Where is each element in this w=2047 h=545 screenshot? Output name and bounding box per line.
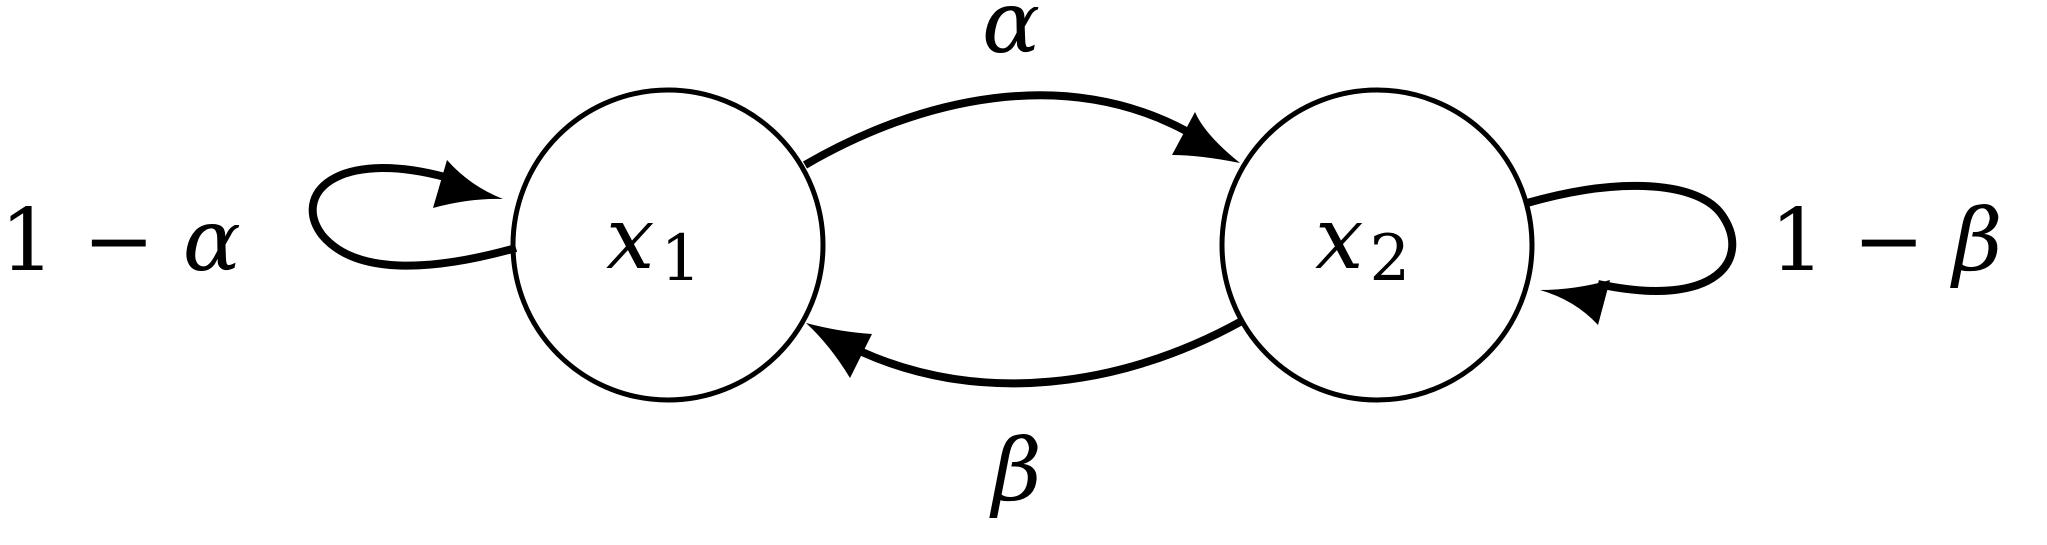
self-loop-x1-label: 1−α bbox=[0, 191, 241, 291]
edge-x2-to-x1 bbox=[806, 318, 1242, 388]
node-x2: x2 bbox=[1219, 87, 1535, 403]
node-x1-label: x1 bbox=[606, 189, 701, 296]
edge-x1-to-x2-label: α bbox=[982, 0, 1040, 73]
edge-x1-to-x2 bbox=[802, 91, 1240, 169]
self-loop-x2-label: 1−β bbox=[1770, 191, 2003, 291]
self-loop-x2-arrowhead bbox=[1540, 280, 1610, 325]
node-x1: x1 bbox=[510, 87, 826, 403]
node-x2-circle bbox=[1219, 87, 1535, 403]
self-loop-x2-label-one: 1 bbox=[1770, 191, 1825, 291]
edge-x2-to-x1-line bbox=[860, 318, 1242, 388]
edge-x2-to-x1-arrowhead bbox=[806, 323, 872, 378]
self-loop-x1-label-alpha: α bbox=[183, 191, 241, 291]
self-loop-x1 bbox=[308, 160, 518, 270]
self-loop-x1-arrowhead bbox=[433, 160, 503, 208]
edge-x1-to-x2-line bbox=[802, 91, 1190, 169]
node-x1-subscript: 1 bbox=[661, 222, 702, 296]
node-x2-label: x2 bbox=[1315, 189, 1410, 296]
self-loop-x2 bbox=[1525, 181, 1737, 325]
self-loop-x1-label-minus: − bbox=[83, 191, 155, 291]
self-loop-x2-label-minus: − bbox=[1853, 191, 1925, 291]
self-loop-x2-line bbox=[1525, 181, 1737, 295]
node-x2-subscript: 2 bbox=[1370, 222, 1411, 296]
node-x2-var: x bbox=[1315, 189, 1364, 289]
self-loop-x2-label-beta: β bbox=[1950, 191, 2003, 291]
node-x1-var: x bbox=[606, 189, 655, 289]
edge-x2-to-x1-label: β bbox=[989, 421, 1042, 521]
edge-x1-to-x2-arrowhead bbox=[1172, 112, 1240, 163]
self-loop-x1-label-one: 1 bbox=[0, 191, 55, 291]
self-loop-x1-line bbox=[308, 164, 518, 270]
